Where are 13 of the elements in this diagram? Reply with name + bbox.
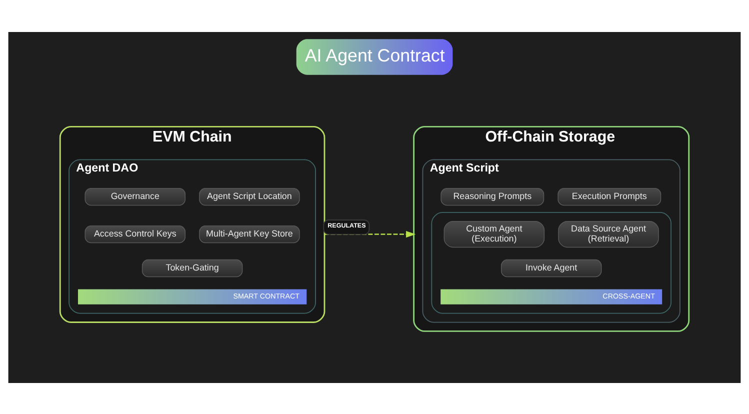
node-box: Access Control Keys [84, 224, 186, 243]
arrow [324, 230, 416, 238]
node-box: Token-Gating [142, 258, 243, 277]
node-box: Data Source Agent (Retrieval) [558, 220, 659, 248]
node-box: Invoke Agent [500, 258, 602, 277]
node-box: Agent Script Location [199, 187, 300, 206]
cluster [431, 211, 672, 314]
node-box: Multi-Agent Key Store [199, 224, 300, 243]
node-box: Custom Agent (Execution) [444, 220, 545, 248]
node-box: Governance [84, 187, 186, 206]
node-box: Reasoning Prompts [440, 187, 544, 206]
diagram-title: AI Agent Contract [304, 44, 445, 65]
node-box: Execution Prompts [558, 187, 662, 206]
